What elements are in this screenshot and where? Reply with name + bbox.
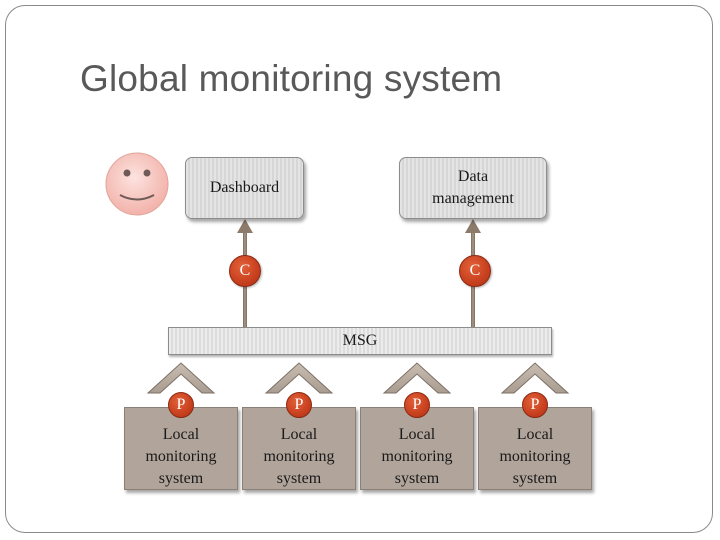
producer-node-4: P xyxy=(522,392,548,418)
slide-title: Global monitoring system xyxy=(80,58,503,99)
local-system-box-1: Local monitoring system xyxy=(124,407,238,490)
producer-4-label: P xyxy=(530,396,540,413)
producer-2-label: P xyxy=(294,396,304,413)
arrow-local-2 xyxy=(264,362,334,394)
local-line-1: Local xyxy=(516,426,554,443)
local-line-1: Local xyxy=(398,426,436,443)
consumer-left-label: C xyxy=(239,262,251,279)
local-line-2: monitoring xyxy=(499,448,571,465)
local-line-3: system xyxy=(394,470,440,487)
msg-bus-bar: MSG xyxy=(168,327,552,355)
arrow-local-4 xyxy=(500,362,570,394)
consumer-right-label: C xyxy=(469,262,481,279)
local-line-2: monitoring xyxy=(381,448,453,465)
dashboard-label: Dashboard xyxy=(209,179,280,196)
user-face-icon xyxy=(105,152,169,216)
producer-node-3: P xyxy=(404,392,430,418)
consumer-node-right: C xyxy=(459,255,491,287)
data-management-label: Data management xyxy=(432,168,514,207)
data-management-box: Data management xyxy=(399,157,547,219)
local-system-box-3: Local monitoring system xyxy=(360,407,474,490)
local-system-box-4: Local monitoring system xyxy=(478,407,592,490)
arrow-local-1 xyxy=(146,362,216,394)
producer-1-label: P xyxy=(176,396,186,413)
local-line-1: Local xyxy=(162,426,200,443)
local-line-3: system xyxy=(512,470,558,487)
producer-node-2: P xyxy=(286,392,312,418)
local-system-box-2: Local monitoring system xyxy=(242,407,356,490)
local-line-2: monitoring xyxy=(145,448,217,465)
slide-frame xyxy=(5,5,713,533)
local-line-3: system xyxy=(158,470,204,487)
local-line-2: monitoring xyxy=(263,448,335,465)
consumer-node-left: C xyxy=(229,255,261,287)
local-line-1: Local xyxy=(280,426,318,443)
producer-3-label: P xyxy=(412,396,422,413)
msg-label: MSG xyxy=(342,332,378,349)
local-line-3: system xyxy=(276,470,322,487)
dashboard-box: Dashboard xyxy=(185,157,304,219)
arrow-local-3 xyxy=(382,362,452,394)
producer-node-1: P xyxy=(168,392,194,418)
